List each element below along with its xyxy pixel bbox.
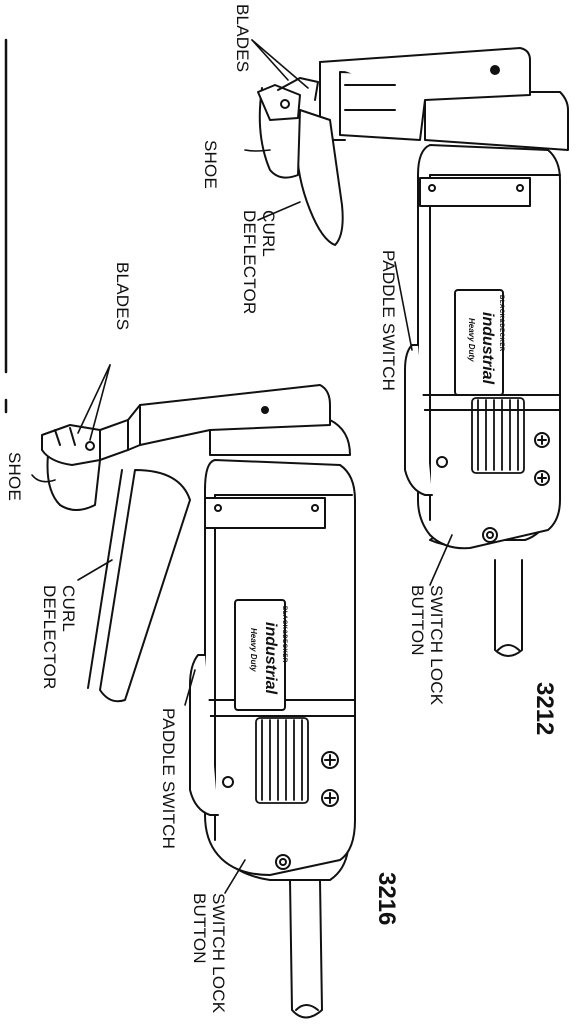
tool-3216-drawing <box>41 384 356 1019</box>
tool-3212-drawing <box>257 47 569 657</box>
tool-3216-cord <box>289 879 323 1019</box>
leader-lines <box>31 39 453 894</box>
tool-3212-screw <box>534 432 550 448</box>
tool-3216-screw <box>321 751 339 769</box>
tool-3212-screw <box>534 470 550 486</box>
label-3212-switch-lock-button: SWITCH LOCK BUTTON <box>408 585 446 706</box>
brand-3216-maker: BLACK&DECKER <box>281 606 287 663</box>
model-number-3216: 3216 <box>373 872 400 926</box>
tool-3216-arm <box>139 384 331 446</box>
label-3212-blades: BLADES <box>233 4 252 73</box>
label-3216-blades: BLADES <box>113 262 132 331</box>
tool-3216-curl-deflector <box>99 469 191 703</box>
tool-3212-curl-deflector <box>295 109 344 246</box>
brand-3212-sub: Heavy Duty <box>467 318 476 362</box>
tool-3212-vents <box>471 397 525 474</box>
tool-3212-blades <box>257 84 301 121</box>
tool-3212-paddle-switch <box>404 344 433 496</box>
tool-3212-arm <box>319 47 531 101</box>
tool-3212-head <box>424 91 569 151</box>
brand-3216-line: industrial <box>262 622 279 695</box>
model-number-3212: 3212 <box>531 682 558 736</box>
tool-3216-vents <box>255 717 309 804</box>
tool-3212-cord-end <box>497 644 520 651</box>
brand-3216-sub: Heavy Duty <box>249 628 258 672</box>
brand-3212-line: industrial <box>479 312 496 385</box>
label-3212-shoe: SHOE <box>201 140 220 189</box>
label-3216-curl-deflector: CURL DEFLECTOR <box>40 585 78 690</box>
brand-3212-maker: BLACK&DECKER <box>498 295 504 352</box>
label-3212-curl-deflector: CURL DEFLECTOR <box>240 210 278 315</box>
tool-3212-switch-lock-button <box>482 527 498 543</box>
label-3216-paddle-switch: PADDLE SWITCH <box>159 708 178 850</box>
label-3216-switch-lock-button: SWITCH LOCK BUTTON <box>190 893 228 1014</box>
tool-3216-paddle-switch <box>189 654 219 816</box>
tool-3216-switch-lock-button <box>275 854 291 870</box>
label-3212-paddle-switch: PADDLE SWITCH <box>379 250 398 392</box>
tool-3216-brand-plate <box>234 599 286 711</box>
tool-3212-cord <box>494 559 523 657</box>
tool-3216-shoe <box>46 454 101 511</box>
tool-3212-brand-plate <box>454 289 504 396</box>
tool-3216-screw <box>321 789 339 807</box>
label-3216-shoe: SHOE <box>5 452 24 501</box>
